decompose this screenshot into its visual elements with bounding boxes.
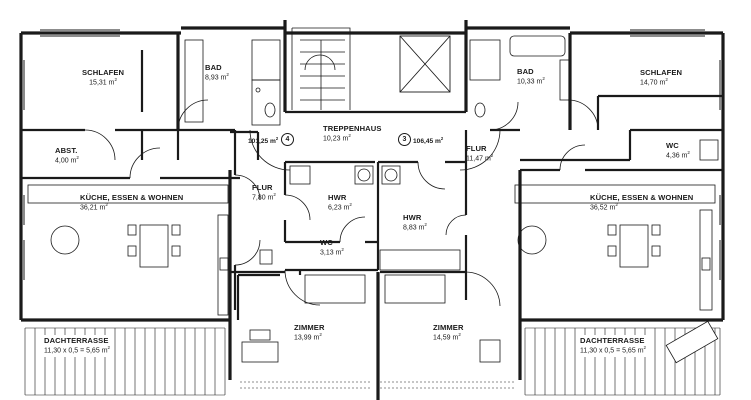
room-name: FLUR	[466, 144, 487, 153]
room-area: 4,36 m2	[666, 150, 690, 160]
room-area: 15,31 m2	[89, 77, 117, 87]
unit-number-badge-4: 4	[281, 133, 294, 146]
terrace-area-calc: 11,30 x 0,5 = 5,65 m2	[44, 345, 111, 355]
room-label-hwr-left: HWR 6,23 m2	[328, 193, 352, 213]
room-label-wc-right: WC 4,36 m2	[666, 141, 690, 161]
room-label-abst: ABST. 4,00 m2	[55, 146, 79, 166]
room-name: ZIMMER	[294, 323, 325, 332]
room-name: WC	[666, 141, 679, 150]
room-name: HWR	[403, 213, 422, 222]
room-area: 10,33 m2	[517, 76, 545, 86]
room-name: BAD	[205, 63, 222, 72]
exterior-walls	[19, 20, 725, 400]
room-area: 8,93 m2	[205, 72, 229, 82]
room-name: KÜCHE, ESSEN & WOHNEN	[80, 193, 184, 202]
room-name: TREPPENHAUS	[323, 124, 382, 133]
zimmer-furniture	[241, 274, 501, 363]
terrace-label-left: DACHTERRASSE 11,30 x 0,5 = 5,65 m2	[42, 335, 113, 357]
bathroom-fixtures-left	[184, 39, 281, 126]
interior-walls	[19, 50, 723, 320]
elevator-shaft	[399, 35, 451, 93]
room-area: 36,52 m2	[590, 202, 618, 212]
room-label-flur-right: FLUR 11,47 m2	[466, 144, 493, 164]
room-name: FLUR	[252, 183, 273, 192]
room-area: 36,21 m2	[80, 202, 108, 212]
terrace-label-right: DACHTERRASSE 11,30 x 0,5 = 5,65 m2	[578, 335, 649, 357]
kitchen-dining-right	[514, 184, 716, 311]
room-area: 13,99 m2	[294, 332, 322, 342]
door-swings	[84, 99, 599, 307]
room-area: 6,23 m2	[328, 202, 352, 212]
room-area: 14,70 m2	[640, 77, 668, 87]
staircase	[291, 27, 351, 110]
unit-area-3: 106,45 m2	[413, 136, 444, 146]
room-label-kueche-right: KÜCHE, ESSEN & WOHNEN 36,52 m2	[590, 193, 693, 213]
bathroom-fixtures-right	[469, 35, 719, 161]
room-label-zimmer-left: ZIMMER 13,99 m2	[294, 323, 325, 343]
kitchen-dining-left	[27, 184, 229, 316]
windows	[20, 29, 724, 280]
room-label-schlafen-right: SCHLAFEN 14,70 m2	[640, 68, 682, 88]
unit-area-4: 101,25 m2	[248, 136, 279, 146]
room-name: WC	[320, 238, 333, 247]
room-name: HWR	[328, 193, 347, 202]
room-label-flur-left: FLUR 7,80 m2	[252, 183, 276, 203]
unit-number-badge-3: 3	[398, 133, 411, 146]
terrace-name: DACHTERRASSE	[580, 336, 645, 345]
room-area: 8,83 m2	[403, 222, 427, 232]
terrace-name: DACHTERRASSE	[44, 336, 109, 345]
room-name: ZIMMER	[433, 323, 464, 332]
room-label-bad-left: BAD 8,93 m2	[205, 63, 229, 83]
room-label-wc-left: WC 3,13 m2	[320, 238, 344, 258]
room-area: 4,00 m2	[55, 155, 79, 165]
room-name: SCHLAFEN	[82, 68, 125, 77]
room-name: ABST.	[55, 146, 78, 155]
room-label-schlafen-left: SCHLAFEN 15,31 m2	[82, 68, 124, 88]
room-name: BAD	[517, 67, 534, 76]
room-label-treppenhaus: TREPPENHAUS 10,23 m2	[323, 124, 381, 144]
room-area: 3,13 m2	[320, 247, 344, 257]
room-label-hwr-right: HWR 8,83 m2	[403, 213, 427, 233]
room-area: 10,23 m2	[323, 133, 351, 143]
room-name: KÜCHE, ESSEN & WOHNEN	[590, 193, 694, 202]
room-area: 11,47 m2	[466, 153, 494, 163]
terrace-decking	[24, 327, 721, 396]
room-label-bad-right: BAD 10,33 m2	[517, 67, 545, 87]
room-area: 14,59 m2	[433, 332, 461, 342]
terrace-lounge-chair	[665, 320, 719, 364]
room-label-kueche-left: KÜCHE, ESSEN & WOHNEN 36,21 m2	[80, 193, 183, 213]
room-name: SCHLAFEN	[640, 68, 683, 77]
terrace-area-calc: 11,30 x 0,5 = 5,65 m2	[580, 345, 647, 355]
laundry-fixtures	[259, 165, 461, 304]
room-label-zimmer-right: ZIMMER 14,59 m2	[433, 323, 464, 343]
room-area: 7,80 m2	[252, 192, 276, 202]
